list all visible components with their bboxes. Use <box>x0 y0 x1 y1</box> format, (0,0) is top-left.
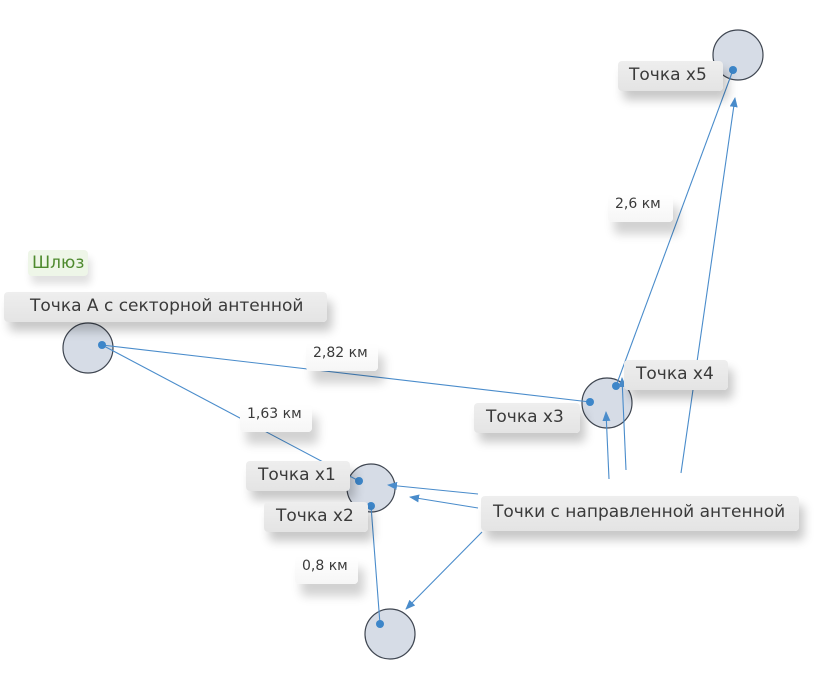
dot-point-x1 <box>355 477 363 485</box>
arrow-to-x4 <box>618 377 627 471</box>
arrow-to-x1 <box>387 481 479 495</box>
dot-point-x3 <box>586 398 594 406</box>
gateway-label: Шлюз <box>28 250 89 276</box>
dot-bottom <box>376 620 384 628</box>
arrow-to-x3 <box>602 411 611 480</box>
sector-antenna-label: Точка А с секторной антенной <box>4 292 328 322</box>
point-x1-label: Точка х1 <box>246 461 350 491</box>
dot-point-a <box>98 341 106 349</box>
point-x3-label: Точка х3 <box>474 403 580 433</box>
point-x2-label: Точка х2 <box>264 502 368 532</box>
distance-x4-x5-label: 2,6 км <box>608 194 673 222</box>
distance-a-x3-label: 2,82 км <box>306 343 378 371</box>
dot-point-x5 <box>729 66 737 74</box>
point-x4-label: Точка х4 <box>624 360 728 390</box>
link-a-x1 <box>101 344 360 482</box>
distance-x2-bottom-label: 0,8 км <box>295 556 358 584</box>
directional-antenna-label: Точки с направленной антенной <box>481 496 800 531</box>
link-x4-x5 <box>615 69 734 387</box>
arrow-to-x2 <box>409 494 479 509</box>
node-point-x5 <box>712 29 764 81</box>
arrow-to-x5 <box>680 97 738 474</box>
link-x2-bottom <box>370 505 381 625</box>
dot-point-x2 <box>367 502 375 510</box>
point-x5-label: Точка х5 <box>618 61 723 91</box>
dot-point-x4 <box>612 382 620 390</box>
distance-a-x1-label: 1,63 км <box>240 404 312 432</box>
arrow-to-bottom <box>405 531 483 610</box>
node-bottom <box>364 608 416 660</box>
link-a-x3 <box>101 344 591 403</box>
node-point-a <box>62 322 114 374</box>
